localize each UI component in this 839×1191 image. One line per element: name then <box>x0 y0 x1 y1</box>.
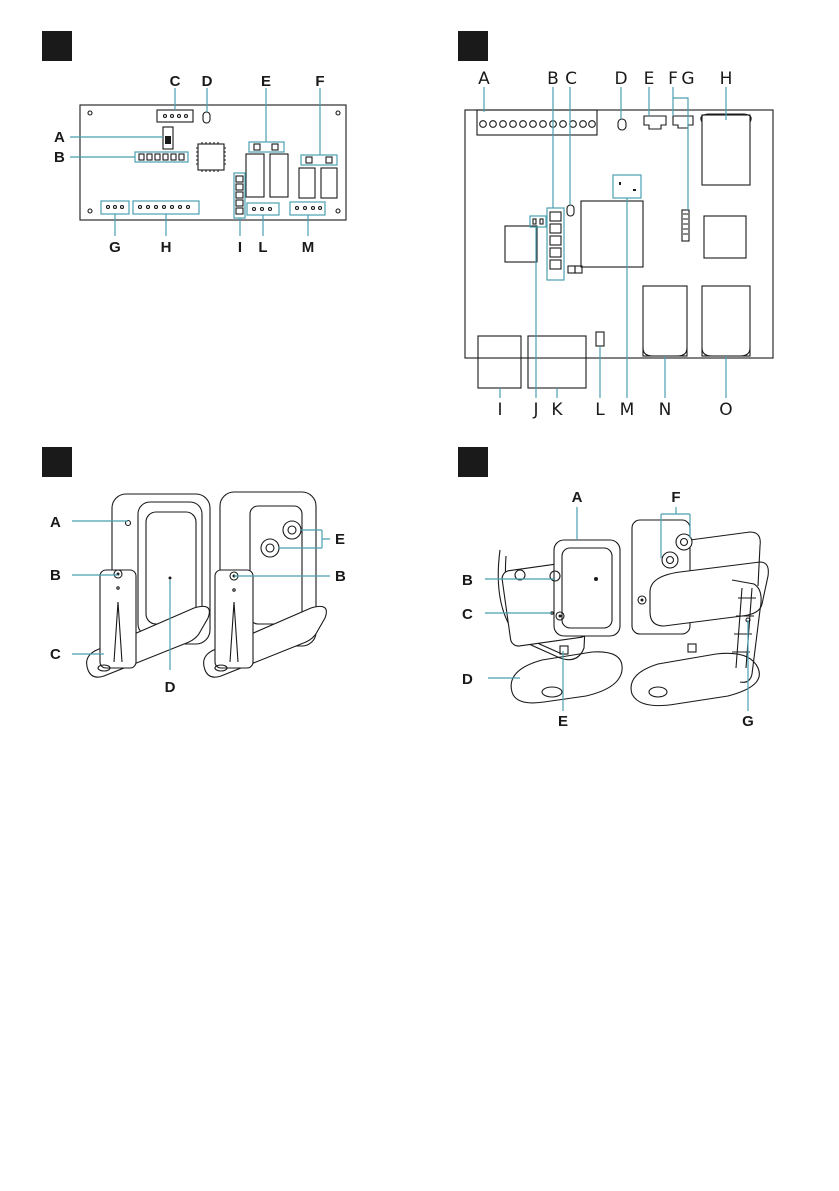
label-l: L <box>258 239 267 256</box>
panel-2-diagram: A B C D E F G H I J K L M N O <box>420 0 839 430</box>
panel-2-main-board: A B C D E F G H I J K L M N O <box>420 0 839 430</box>
label-g: G <box>109 239 121 256</box>
label-l: L <box>595 400 605 420</box>
panel-3-diagram: A B C D E B <box>0 430 420 730</box>
swivel-screw <box>560 646 568 654</box>
label-a: A <box>572 489 583 506</box>
label-h: H <box>720 69 733 89</box>
sensor-head <box>554 540 620 636</box>
label-f: F <box>671 489 680 506</box>
label-c: C <box>565 69 577 89</box>
label-d: D <box>165 679 176 696</box>
connector-e <box>261 539 279 557</box>
label-b: B <box>54 149 65 166</box>
label-e: E <box>335 531 345 548</box>
bracket <box>215 570 253 668</box>
label-e: E <box>644 69 655 89</box>
sensor-unit-side <box>204 492 327 677</box>
label-g: G <box>681 69 694 89</box>
label-h: H <box>161 239 172 256</box>
panel-3-sensor-units: A B C D E B <box>0 430 420 730</box>
panel-4-swivel-mounts: A B C D E F G <box>420 430 839 730</box>
connector-e <box>283 521 301 539</box>
label-a: A <box>478 69 490 89</box>
label-b-right: B <box>335 568 346 585</box>
label-i: I <box>238 239 242 256</box>
label-c: C <box>50 646 61 663</box>
label-m: M <box>302 239 315 256</box>
pcb-outline <box>465 110 773 358</box>
label-g: G <box>742 713 754 730</box>
label-k: K <box>551 400 563 420</box>
label-a: A <box>54 129 65 146</box>
label-d: D <box>462 671 473 688</box>
label-e: E <box>261 73 271 90</box>
panel-1-compact-board: C D E F A B G H I L M <box>0 0 420 420</box>
label-m: M <box>620 400 635 420</box>
label-e: E <box>558 713 568 730</box>
label-n: N <box>659 400 672 420</box>
label-f: F <box>315 73 324 90</box>
label-c: C <box>462 606 473 623</box>
label-b: B <box>462 572 473 589</box>
swivel-screw <box>688 644 696 652</box>
connector <box>662 552 678 568</box>
label-o: O <box>719 400 732 420</box>
bracket <box>100 570 136 668</box>
label-j: J <box>532 400 538 420</box>
label-f: F <box>668 69 678 89</box>
panel-4-diagram: A B C D E F G <box>420 430 839 730</box>
label-a: A <box>50 514 61 531</box>
label-d: D <box>202 73 213 90</box>
label-d: D <box>614 69 627 89</box>
label-b-left: B <box>50 567 61 584</box>
label-i: I <box>497 400 502 420</box>
mounting-base <box>631 653 759 705</box>
label-b: B <box>547 69 559 89</box>
panel-1-diagram: C D E F A B G H I L M <box>0 0 420 300</box>
label-c: C <box>170 73 181 90</box>
